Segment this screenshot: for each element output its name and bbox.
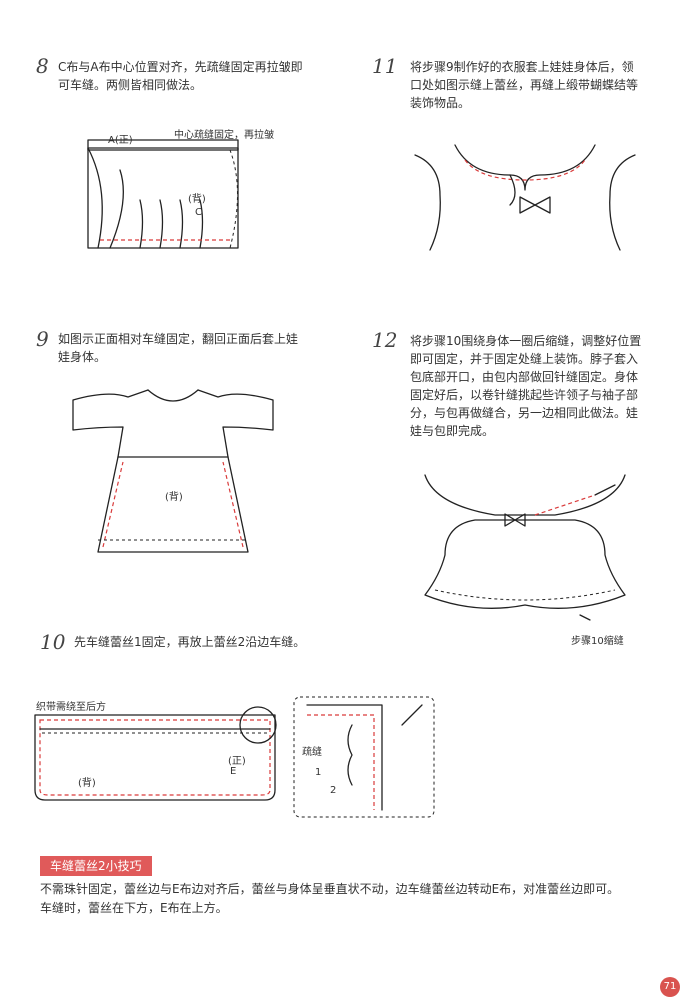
label-step10-shrink: 步骤10缩缝 — [571, 636, 624, 647]
step-text-8: C布与A布中心位置对齐，先疏缝固定再拉皱即可车缝。两侧皆相同做法。 — [58, 60, 303, 92]
page-number: 71 — [660, 977, 680, 997]
label-back: (背) — [188, 194, 206, 205]
step9-illustration — [72, 389, 274, 553]
label-back-10: (背) — [78, 778, 96, 789]
step-number-10: 10 — [40, 630, 66, 654]
label-back-9: (背) — [165, 492, 183, 503]
step-number-8: 8 — [36, 54, 49, 78]
label-c: C — [195, 207, 202, 218]
tip-body: 不需珠针固定，蕾丝边与E布边对齐后，蕾丝与身体呈垂直状不动，边车缝蕾丝边转动E布… — [40, 882, 620, 915]
label-front: (正) — [228, 756, 246, 767]
label-baste: 疏缝 — [302, 747, 322, 758]
step-text-10: 先车缝蕾丝1固定，再放上蕾丝2沿边车缝。 — [74, 635, 306, 649]
label-lace-2: 2 — [330, 785, 337, 796]
step12-illustration — [424, 474, 626, 621]
step8-illustration — [87, 139, 239, 249]
tip-title: 车缝蕾丝2小技巧 — [40, 856, 152, 876]
step-number-12: 12 — [372, 328, 398, 352]
step-text-11: 将步骤9制作好的衣服套上娃娃身体后，领口处如图示缝上蕾丝，再缝上缎带蝴蝶结等装饰… — [410, 60, 639, 110]
step10-illustration — [34, 706, 277, 801]
step-text-12: 将步骤10围绕身体一圈后缩缝，调整好位置即可固定，并于固定处缝上装饰。脖子套入包… — [410, 334, 642, 438]
label-e: E — [230, 766, 237, 777]
label-a-front: A(正) — [108, 135, 133, 146]
label-ribbon-wrap: 织带需绕至后方 — [36, 702, 106, 713]
step10-detail-illustration — [293, 696, 435, 818]
step-text-9: 如图示正面相对车缝固定，翻回正面后套上娃娃身体。 — [58, 332, 299, 364]
label-center-baste: 中心疏缝固定，再拉皱 — [174, 130, 274, 141]
step-number-11: 11 — [372, 54, 398, 78]
step11-illustration — [414, 144, 636, 251]
label-lace-1: 1 — [315, 767, 322, 778]
step-number-9: 9 — [36, 327, 49, 351]
